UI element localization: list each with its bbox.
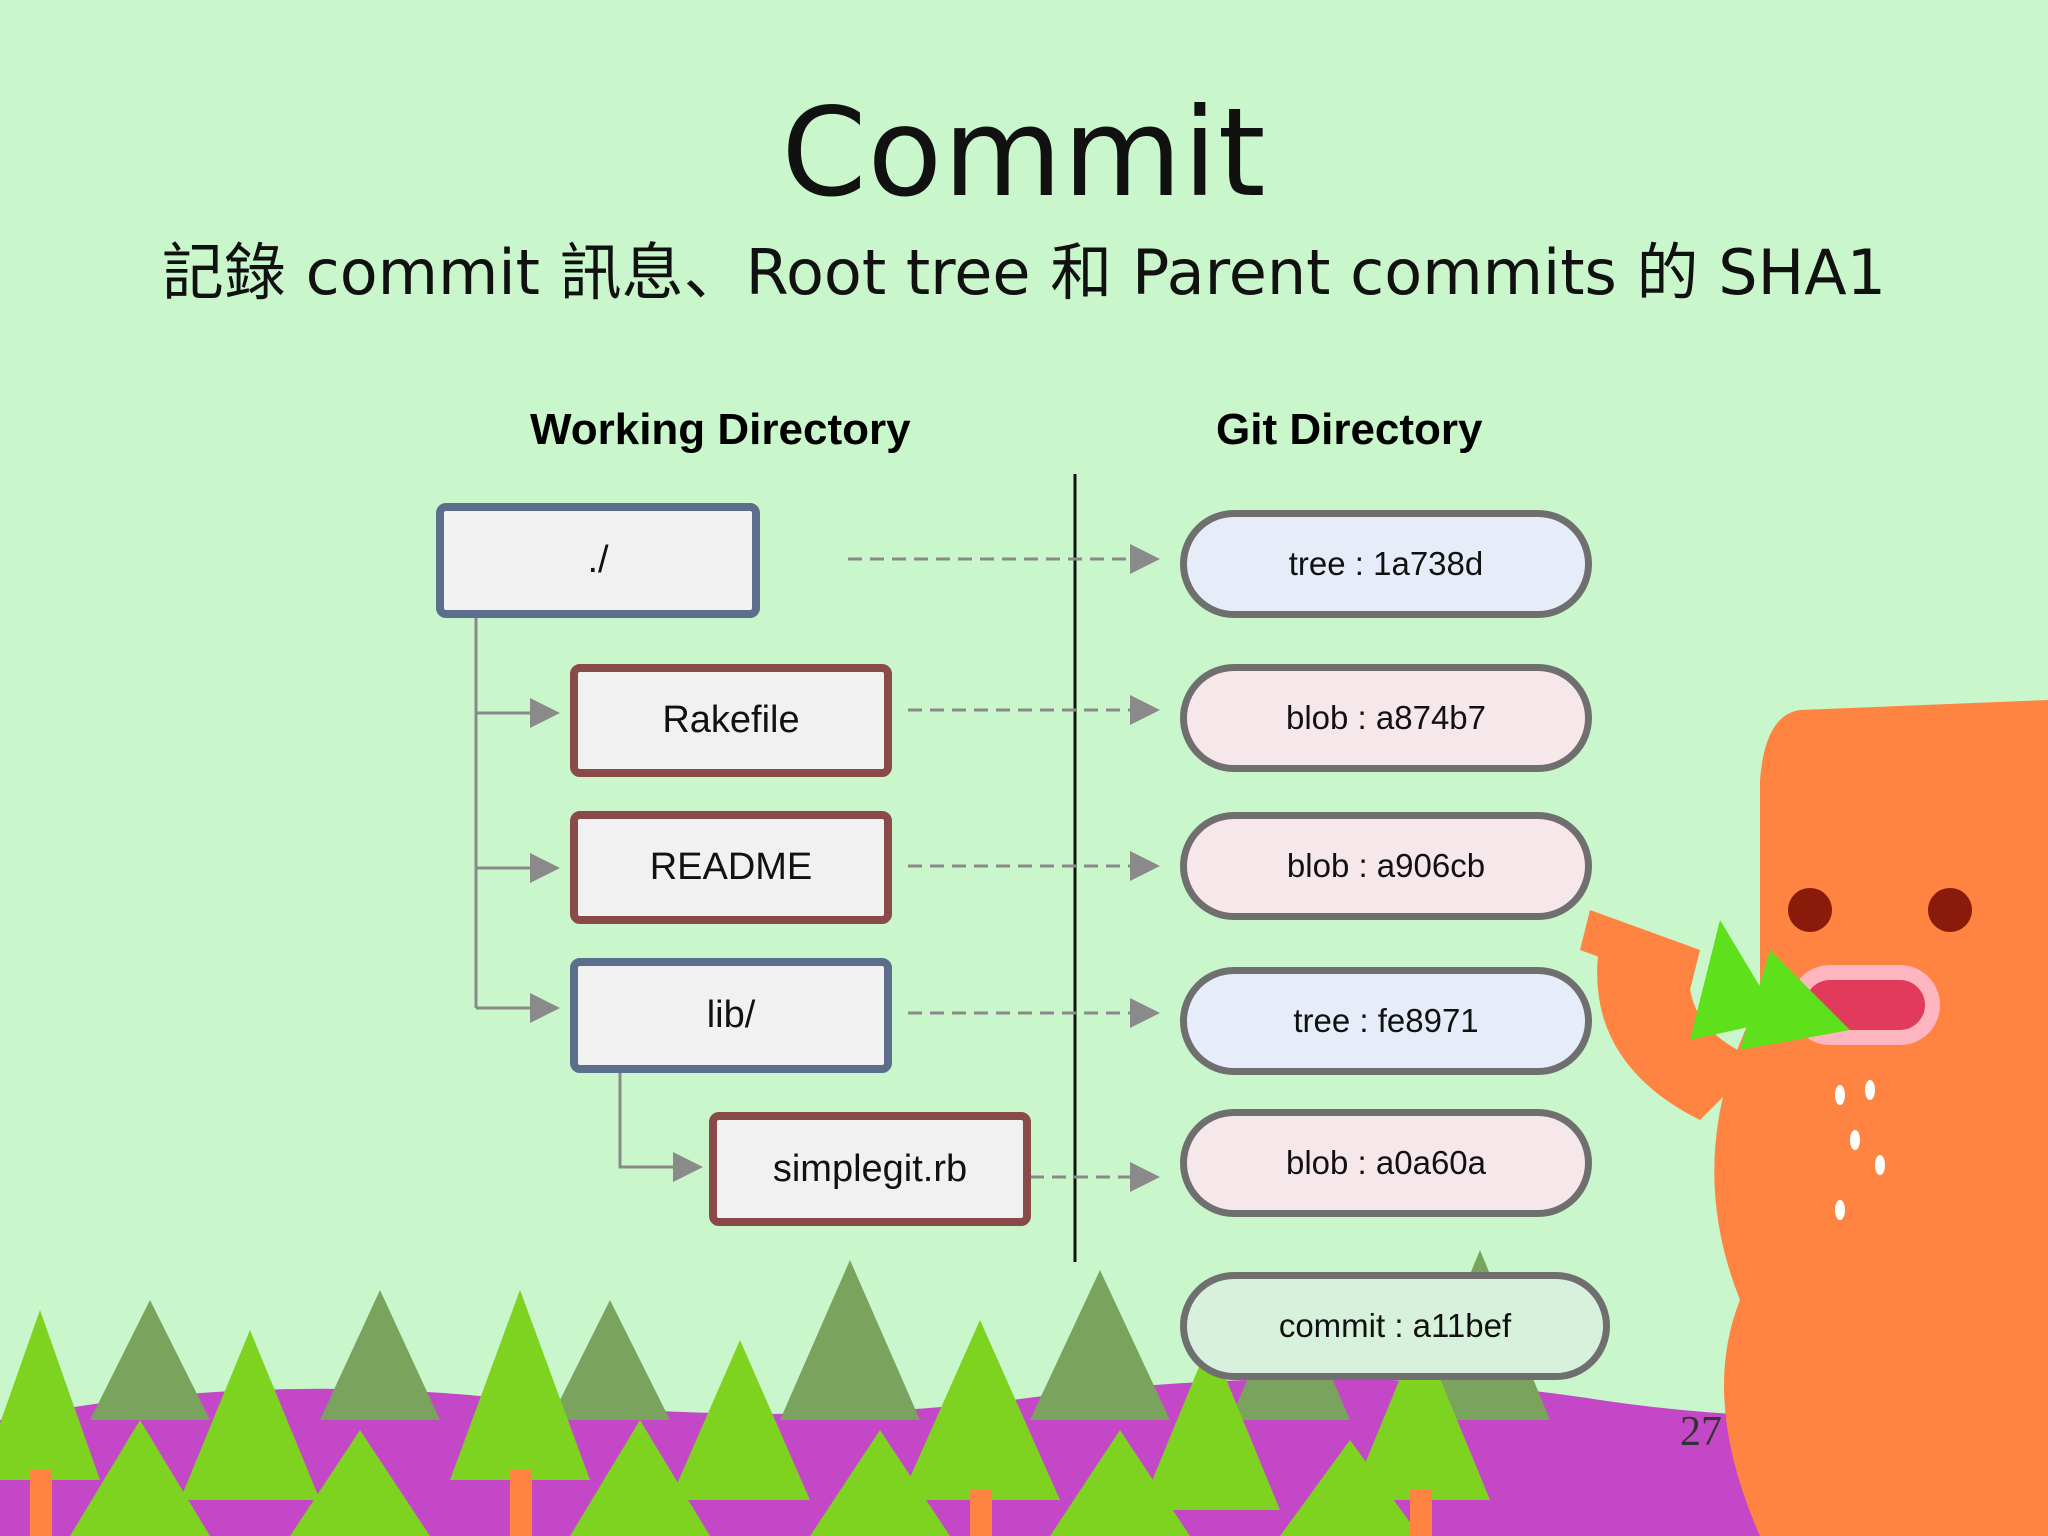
- working-item-simplegit-label: simplegit.rb: [772, 1147, 968, 1190]
- git-object-rakefile-blob: blob : a874b7: [1180, 664, 1592, 772]
- git-object-rakefile-blob-label: blob : a874b7: [1285, 699, 1486, 736]
- git-object-readme-blob-label: blob : a906cb: [1286, 847, 1486, 884]
- working-directory-heading: Working Directory: [530, 405, 911, 454]
- slide-subtitle: 記錄 commit 訊息、Root tree 和 Parent commits …: [161, 236, 1887, 309]
- working-item-readme: README: [570, 811, 892, 924]
- git-object-commit-label: commit : a11bef: [1278, 1307, 1512, 1344]
- git-object-root-tree: tree : 1a738d: [1180, 510, 1592, 618]
- git-object-lib-tree-label: tree : fe8971: [1293, 1002, 1479, 1039]
- git-object-simplegit-blob: blob : a0a60a: [1180, 1109, 1592, 1217]
- git-object-simplegit-blob-label: blob : a0a60a: [1285, 1144, 1486, 1181]
- front-trees: [0, 1290, 1490, 1536]
- working-item-rakefile-label: Rakefile: [662, 699, 800, 741]
- working-item-readme-label: README: [649, 846, 813, 888]
- working-item-rakefile: Rakefile: [570, 664, 892, 777]
- git-object-readme-blob: blob : a906cb: [1180, 812, 1592, 920]
- git-object-root-tree-label: tree : 1a738d: [1288, 545, 1484, 582]
- working-item-simplegit: simplegit.rb: [709, 1112, 1031, 1226]
- slide-title: Commit: [781, 82, 1267, 224]
- page-number: 27: [1680, 1409, 1722, 1455]
- tree-arrow-simplegit: [618, 1073, 703, 1182]
- tree-trunks: [30, 1470, 1432, 1536]
- git-object-commit: commit : a11bef: [1180, 1272, 1610, 1380]
- working-item-lib: lib/: [570, 958, 892, 1073]
- working-item-lib-label: lib/: [706, 994, 756, 1036]
- mascot: [1580, 700, 2048, 1536]
- working-item-root-label: ./: [587, 539, 609, 581]
- working-item-root: ./: [436, 503, 760, 618]
- git-directory-heading: Git Directory: [1216, 405, 1483, 454]
- git-object-lib-tree: tree : fe8971: [1180, 967, 1592, 1075]
